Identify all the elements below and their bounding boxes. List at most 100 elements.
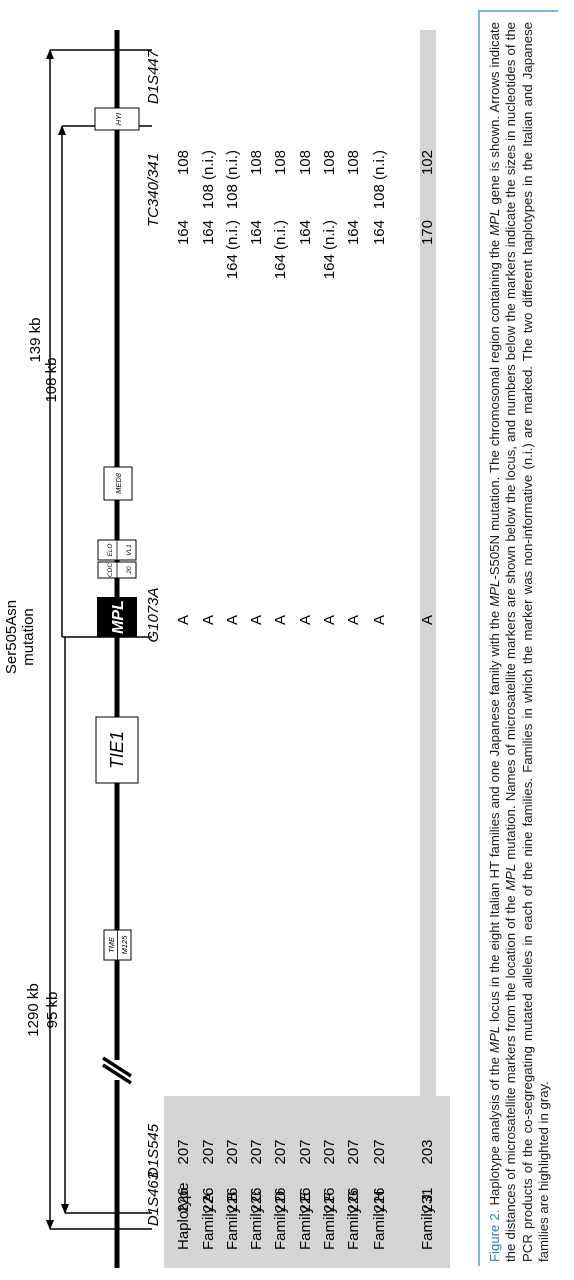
table-row-label: Family D [272, 1191, 289, 1250]
table-cell: 226 [200, 1187, 217, 1212]
table-cell: 226 [248, 1187, 265, 1212]
gene-box-tie1: TIE1 [95, 716, 139, 784]
svg-text:MPL: MPL [110, 600, 127, 634]
svg-text:TIE1: TIE1 [107, 731, 127, 769]
haplotype-j-highlight-band [420, 30, 436, 1268]
svg-text:20: 20 [126, 566, 133, 575]
marker-label-tc340-341: TC340/341 [145, 153, 162, 227]
table-cell: 226 [224, 1187, 241, 1212]
distance-label-108kb: 108 kb [43, 357, 60, 402]
gene-box-med8: MED8 [103, 466, 133, 501]
table-row-label: Family A [200, 1192, 217, 1250]
haplotype-highlight-band [164, 1096, 450, 1268]
svg-text:HYI: HYI [114, 113, 123, 126]
table-cell: A [297, 615, 314, 625]
table-cell: 226 [297, 1187, 314, 1212]
table-cell: A [224, 615, 241, 625]
chromosome-break-mark [96, 1056, 140, 1085]
table-cell: 170 [419, 220, 436, 245]
table-cell: 108 (n.i.) [200, 150, 217, 209]
table-cell: 108 [345, 150, 362, 175]
mutation-label-line2: mutation [20, 608, 37, 666]
table-row-label: Haplotype [175, 1182, 192, 1250]
gene-box-cdc20: CDC 20 [97, 561, 137, 579]
table-cell: 108 [321, 150, 338, 175]
table-cell: 207 [272, 1139, 289, 1164]
table-cell: A [345, 615, 362, 625]
table-cell: 164 (n.i.) [224, 220, 241, 279]
svg-text:TME: TME [107, 936, 116, 953]
table-cell: 164 [200, 220, 217, 245]
figure-label: Figure 2. [487, 1209, 502, 1262]
marker-label-d1s463: D1S463 [145, 1171, 162, 1226]
table-cell: 108 [175, 150, 192, 175]
table-cell: 226 [371, 1187, 388, 1212]
caption-top-rule [478, 10, 480, 1266]
distance-label-95kb: 95 kb [44, 992, 61, 1029]
table-row-label: Family H [371, 1191, 388, 1250]
table-cell: 226 [175, 1187, 192, 1212]
table-cell: 108 (n.i.) [224, 150, 241, 209]
table-cell: 231 [419, 1187, 436, 1212]
svg-text:M125: M125 [120, 935, 129, 955]
table-cell: 226 [321, 1187, 338, 1212]
table-cell: A [248, 615, 265, 625]
table-cell: 207 [175, 1139, 192, 1164]
table-cell: 203 [419, 1139, 436, 1164]
table-row-label: Family G [345, 1190, 362, 1250]
caption-text: MPL [503, 863, 519, 892]
caption-text: MPL [487, 579, 502, 607]
table-cell: A [371, 615, 388, 625]
caption-text: MPL [487, 208, 502, 236]
table-cell: 164 [248, 220, 265, 245]
table-cell: 226 [272, 1187, 289, 1212]
table-row-label: Family E [297, 1192, 314, 1250]
table-cell: A [272, 615, 289, 625]
table-cell: 207 [371, 1139, 388, 1164]
table-cell: 164 [371, 220, 388, 245]
svg-text:MED8: MED8 [114, 472, 123, 494]
caption-side-rule [478, 10, 558, 12]
table-cell: 164 (n.i.) [272, 220, 289, 279]
gene-box-mpl: MPL [97, 597, 137, 637]
table-row-label: Family C [248, 1191, 265, 1250]
table-cell: 207 [200, 1139, 217, 1164]
table-cell: 207 [297, 1139, 314, 1164]
marker-label-d1s545: D1S545 [145, 1123, 162, 1178]
svg-text:CDC: CDC [107, 563, 114, 577]
svg-text:ELO: ELO [107, 543, 114, 556]
table-cell: 108 [297, 150, 314, 175]
table-cell: 207 [345, 1139, 362, 1164]
table-cell: 164 [175, 220, 192, 245]
caption-text: locus in the eight Italian HT families a… [487, 606, 502, 1026]
table-cell: 207 [224, 1139, 241, 1164]
distance-label-139kb: 139 kb [27, 317, 44, 362]
distance-label-1290kb: 1290 kb [25, 983, 42, 1036]
table-cell: 226 [345, 1187, 362, 1212]
table-cell: 108 [248, 150, 265, 175]
table-cell: 164 (n.i.) [321, 220, 338, 279]
table-cell: 102 [419, 150, 436, 175]
table-row-label: Family J [419, 1194, 436, 1250]
svg-text:VL1: VL1 [126, 544, 133, 556]
table-cell: 207 [321, 1139, 338, 1164]
table-cell: A [200, 615, 217, 625]
table-cell: 108 (n.i.) [371, 150, 388, 209]
table-cell: 207 [248, 1139, 265, 1164]
caption-text: Haplotype analysis of the [487, 1053, 502, 1210]
table-cell: A [175, 615, 192, 625]
table-cell: A [321, 615, 338, 625]
gene-box-hyi: HYI [94, 107, 140, 131]
gene-box-tme-m125: TME M125 [103, 929, 132, 961]
table-cell: 164 [297, 220, 314, 245]
gene-box-elovl1: ELO VL1 [97, 539, 137, 561]
table-cell: 108 [272, 150, 289, 175]
table-row-label: Family F [321, 1193, 338, 1251]
caption-text: -S505N mutation. The chromosomal region … [487, 235, 502, 580]
mutation-label-line1: Ser505Asn [3, 600, 20, 674]
marker-label-g1073a: G1073A [145, 587, 162, 642]
